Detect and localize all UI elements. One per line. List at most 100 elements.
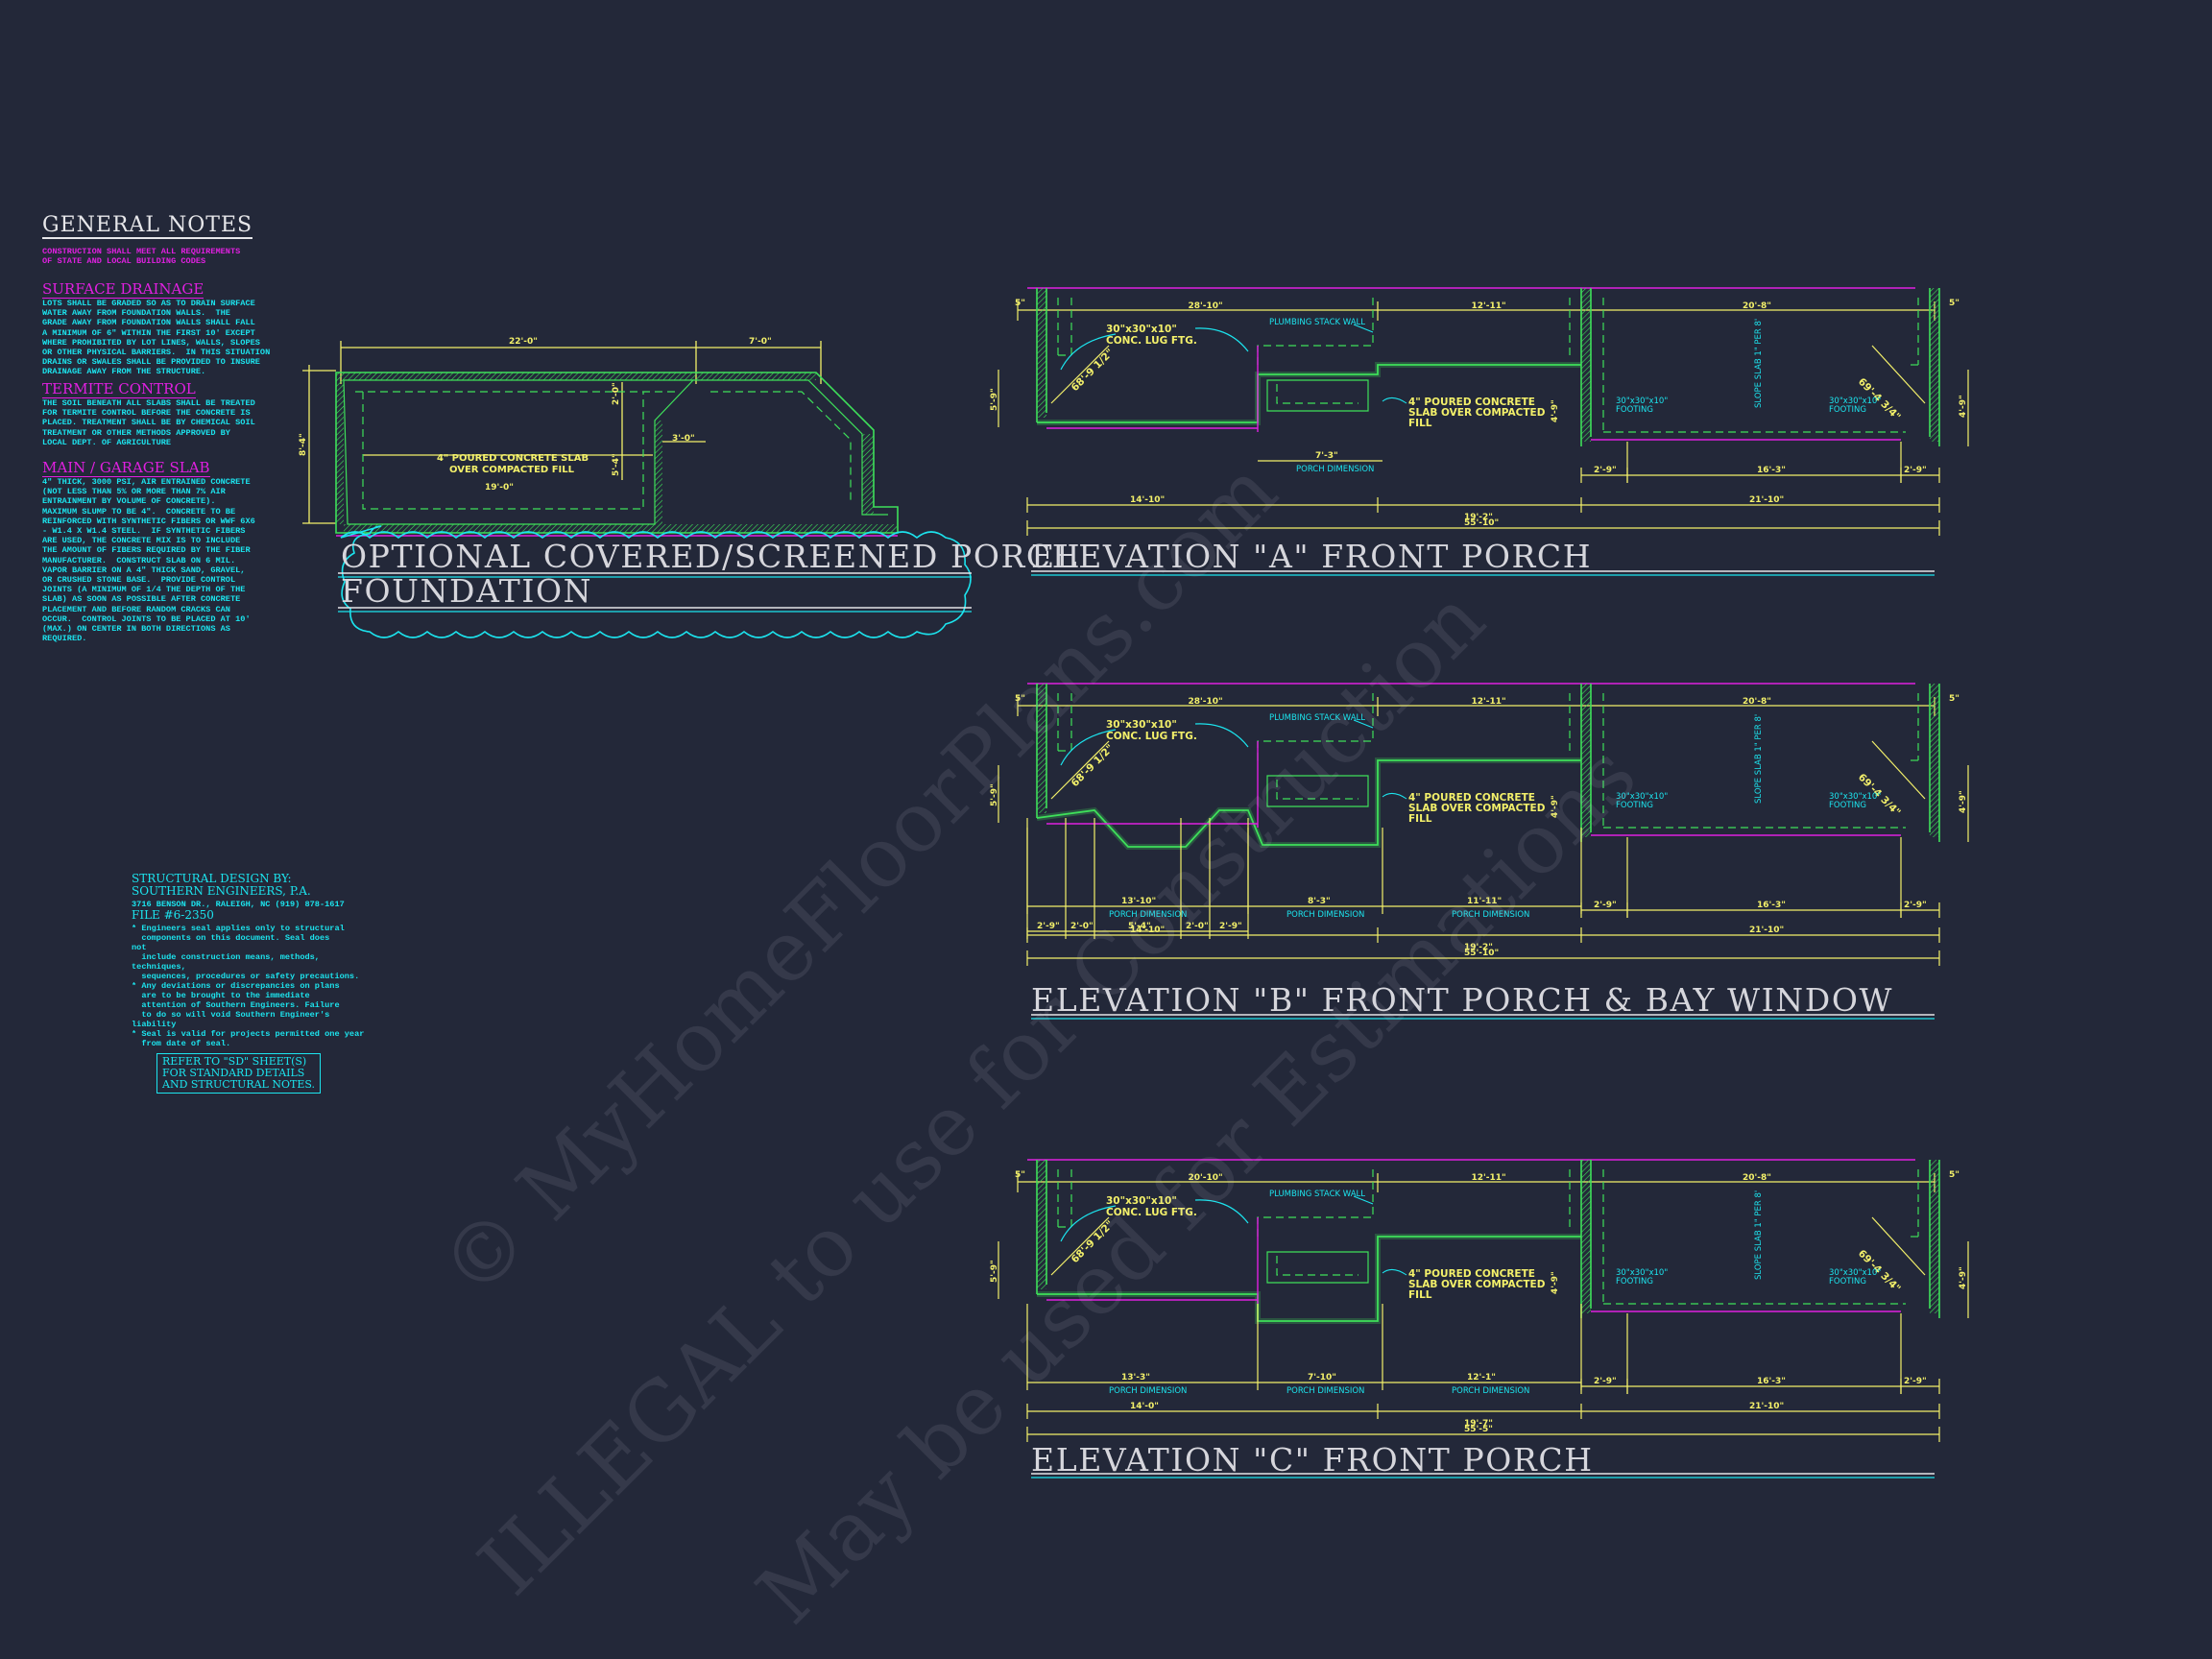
footing-left-label-line: 30"x30"x10" <box>1616 792 1668 802</box>
garage-wall-hatch <box>1581 288 1591 442</box>
right-side-dim-text: 4'-9" <box>1959 790 1968 813</box>
slope-slab-label: SLOPE SLAB 1" PER 8' <box>1754 319 1764 408</box>
porch-plan-title-line2: FOUNDATION <box>341 572 593 610</box>
main-garage-slab-heading: MAIN / GARAGE SLAB <box>42 459 210 477</box>
general-notes-intro: CONSTRUCTION SHALL MEET ALL REQUIREMENTS… <box>42 247 241 267</box>
surface-drainage-body: LOTS SHALL BE GRADED SO AS TO DRAIN SURF… <box>42 299 271 377</box>
porch-dim-caption-3: PORCH DIMENSION <box>1452 910 1529 920</box>
porch-dim-1: 13'-10" <box>1121 897 1156 906</box>
porch-dim-2: 7'-10" <box>1308 1373 1336 1382</box>
right-side-dim-text: 4'-9" <box>1959 395 1968 418</box>
plumbing-stack-label: PLUMBING STACK WALL <box>1269 318 1365 327</box>
angle-dim-left <box>1050 1216 1110 1276</box>
porch-dim-caption-3: PORCH DIMENSION <box>1452 1386 1529 1396</box>
bottom1-dim-3: 2'-9" <box>1904 901 1927 910</box>
top-dim-1: 28'-10" <box>1189 697 1223 707</box>
footing-left-label-line: FOOTING <box>1616 1277 1653 1286</box>
bay-dim-1: 2'-9" <box>1037 922 1060 931</box>
elevation-c-title: ELEVATION "C" FRONT PORCH <box>1031 1441 1594 1479</box>
garage-wall-hatch <box>1581 684 1591 837</box>
porch-dashed <box>1257 1169 1374 1237</box>
revision-cloud <box>340 525 972 638</box>
bottom1-dim-2: 16'-3" <box>1757 466 1786 475</box>
porch-slab-dashed <box>1276 1256 1358 1276</box>
footing-left-label: 30"x30"x10"FOOTING <box>1616 397 1668 415</box>
bottom1-dim-1: 2'-9" <box>1594 1377 1617 1386</box>
slab-note-line: FILL <box>1408 1289 1432 1301</box>
structural-design-head: STRUCTURAL DESIGN BY: SOUTHERN ENGINEERS… <box>132 872 311 898</box>
bay-dim-5: 2'-9" <box>1219 922 1242 931</box>
porch-dim-3: 11'-11" <box>1467 897 1502 906</box>
right-offset-dim: 5" <box>1949 1170 1960 1180</box>
bottom2-dim-1: 14'-0" <box>1130 1402 1159 1411</box>
porch-dim-right-a: 3'-0" <box>672 434 695 444</box>
lug-leader-2 <box>1194 327 1249 352</box>
porch-slab-dashed <box>1276 384 1358 404</box>
footing-right-label-line: FOOTING <box>1829 1277 1866 1286</box>
lug-leader <box>1060 729 1117 766</box>
overall-dim: 55'-5" <box>1464 1425 1493 1434</box>
bottom1-dim-1: 2'-9" <box>1594 466 1617 475</box>
slab-note-line: SLAB OVER COMPACTED <box>1408 1279 1546 1290</box>
porch-slab-note-line2: OVER COMPACTED FILL <box>449 465 575 475</box>
slope-slab-label: SLOPE SLAB 1" PER 8' <box>1754 714 1764 804</box>
mid-side-dim-text: 4'-9" <box>1551 795 1560 818</box>
stack-leader <box>1353 1195 1374 1205</box>
lug-footing-label-line: CONC. LUG FTG. <box>1106 335 1197 347</box>
porch-dim-3: 12'-1" <box>1467 1373 1496 1382</box>
lug-leader <box>1060 333 1117 371</box>
right-offset-dim: 5" <box>1949 299 1960 308</box>
garage-wall-hatch <box>1581 1160 1591 1313</box>
plumbing-stack-label: PLUMBING STACK WALL <box>1269 713 1365 723</box>
plumbing-stack-label: PLUMBING STACK WALL <box>1269 1190 1365 1199</box>
angle-dim-right <box>1871 345 1926 404</box>
lug-leader-2 <box>1194 723 1249 748</box>
refer-box: REFER TO "SD" SHEET(S) FOR STANDARD DETA… <box>156 1053 322 1094</box>
footing-left-label-line: 30"x30"x10" <box>1616 397 1668 406</box>
porch-slab <box>1266 775 1369 807</box>
porch-dim-top-a: 22'-0" <box>509 337 538 347</box>
footing-right-label: 30"x30"x10"FOOTING <box>1829 792 1881 810</box>
footing-right-label: 30"x30"x10"FOOTING <box>1829 1268 1881 1286</box>
main-garage-slab-body: 4" THICK, 3000 PSI, AIR ENTRAINED CONCRE… <box>42 477 255 644</box>
porch-slab-note-line1: 4" POURED CONCRETE SLAB <box>437 453 589 464</box>
structural-address: 3716 BENSON DR., RALEIGH, NC (919) 878-1… <box>132 900 345 909</box>
porch-dim-1: 7'-3" <box>1315 451 1338 461</box>
left-wall-hatch <box>1037 684 1046 813</box>
porch-dashed <box>1257 298 1374 365</box>
porch-slab <box>1266 379 1369 412</box>
elevation-a: 28'-10"12'-11"20'-8"5"5"68'-9 1/2"69'-4 … <box>990 287 1969 576</box>
right-wall-hatch <box>1930 684 1939 837</box>
front-wall-shadow <box>1037 1234 1581 1324</box>
footing-left-label-line: 30"x30"x10" <box>1616 1268 1668 1278</box>
footing-right-label-line: 30"x30"x10" <box>1829 1268 1881 1278</box>
bottom2-dim-3: 21'-10" <box>1749 1402 1784 1411</box>
termite-control-heading: TERMITE CONTROL <box>42 380 196 398</box>
angle-dim-left <box>1050 345 1110 404</box>
angle-dim-right <box>1871 740 1926 800</box>
porch-slab-dashed <box>1276 780 1358 800</box>
porch-dim-caption-2: PORCH DIMENSION <box>1286 1386 1364 1396</box>
footing-left-label: 30"x30"x10"FOOTING <box>1616 792 1668 810</box>
footing-left-label-line: FOOTING <box>1616 405 1653 415</box>
slab-note-line: 4" POURED CONCRETE <box>1408 792 1535 804</box>
porch-dim-2: 8'-3" <box>1308 897 1331 906</box>
right-wall-hatch <box>1930 1160 1939 1313</box>
elevation-b: 28'-10"12'-11"20'-8"5"5"68'-9 1/2"69'-4 … <box>990 683 1969 1020</box>
front-wall-shadow <box>1036 757 1581 850</box>
overall-dim: 55'-10" <box>1464 949 1499 958</box>
slab-leader <box>1382 397 1407 404</box>
front-wall <box>1036 759 1581 848</box>
termite-control-body: THE SOIL BENEATH ALL SLABS SHALL BE TREA… <box>42 398 255 447</box>
slab-note-line: FILL <box>1408 813 1432 825</box>
lug-footing-label-line: 30"x30"x10" <box>1106 324 1177 335</box>
lug-footing-label-line: CONC. LUG FTG. <box>1106 1207 1197 1218</box>
slab-leader <box>1382 1269 1407 1276</box>
lug-footing-label-line: 30"x30"x10" <box>1106 719 1177 731</box>
bottom2-dim-3: 21'-10" <box>1749 495 1784 505</box>
bottom1-dim-3: 2'-9" <box>1904 1377 1927 1386</box>
porch-slab-note: 4" POURED CONCRETE SLAB OVER COMPACTED F… <box>437 453 592 475</box>
lug-footing-label-line: CONC. LUG FTG. <box>1106 731 1197 742</box>
front-wall <box>1037 1236 1581 1322</box>
